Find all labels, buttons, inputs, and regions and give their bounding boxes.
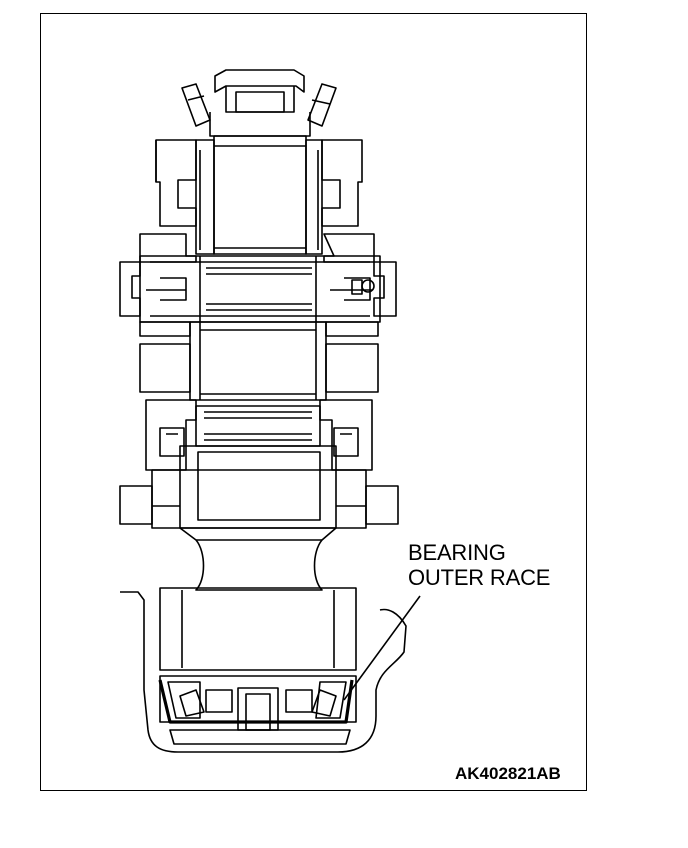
callout-label: BEARING OUTER RACE [408,540,550,590]
top-bearing [181,69,337,137]
synchronizer-hub [119,233,397,337]
callout-line-1: BEARING [408,540,506,565]
shaft-neck [179,527,337,591]
leader-line [343,595,421,701]
figure-frame [40,13,587,791]
bottom-bearing [167,681,351,745]
middle-gear [139,321,379,401]
bearing-outer-race [158,679,354,724]
lower-gear [119,445,399,529]
figure-id: AK402821AB [455,764,561,783]
lower-housing [120,587,407,753]
callout-line-2: OUTER RACE [408,565,551,590]
upper-gear [155,135,363,255]
